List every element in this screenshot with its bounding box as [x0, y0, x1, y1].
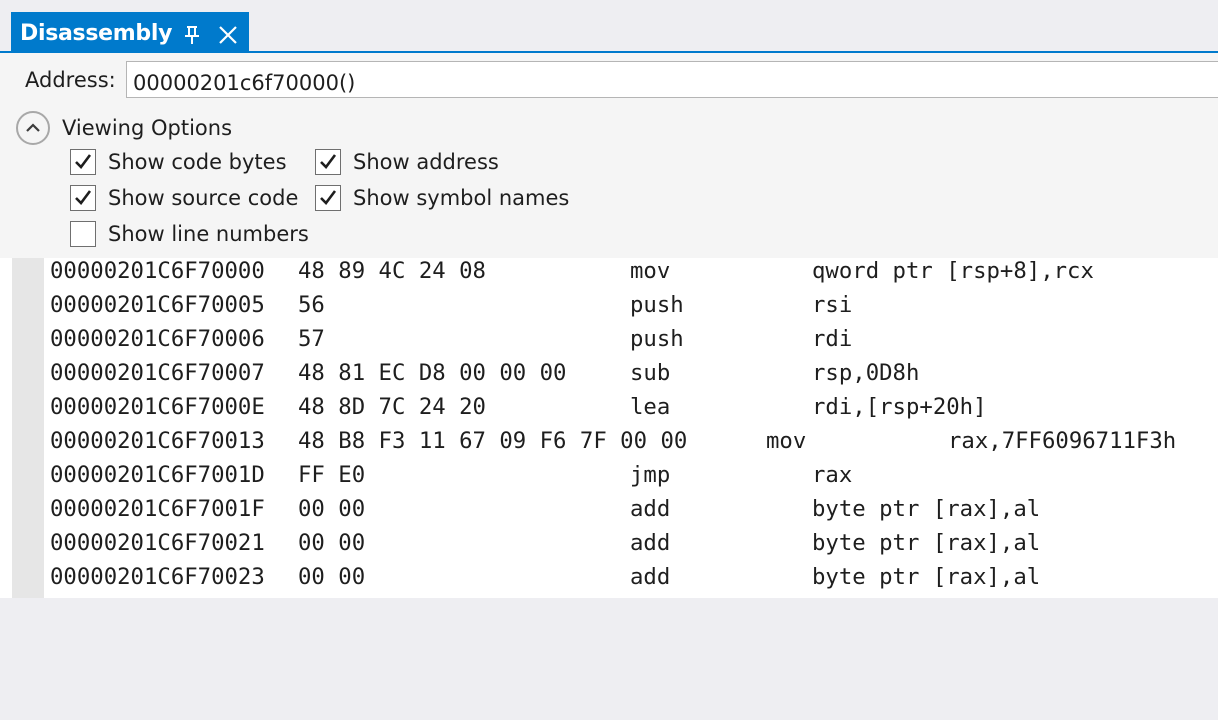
tab-title: Disassembly — [20, 21, 173, 46]
option-label: Show source code — [108, 186, 299, 210]
instruction-address: 00000201C6F70005 — [50, 292, 265, 318]
disassembly-row[interactable]: 00000201C6F70007 48 81 EC D8 00 00 00 su… — [50, 360, 919, 394]
checkmark-icon — [75, 154, 92, 169]
instruction-mnemonic: add — [630, 496, 671, 522]
instruction-address: 00000201C6F70000 — [50, 258, 265, 284]
option-label: Show address — [353, 150, 499, 174]
address-bar: Address: — [0, 53, 1218, 105]
address-input[interactable] — [126, 61, 1218, 98]
disassembly-row[interactable]: 00000201C6F70023 00 00 add byte ptr [rax… — [50, 564, 1040, 598]
instruction-bytes: 57 — [298, 326, 325, 352]
instruction-address: 00000201C6F70006 — [50, 326, 265, 352]
viewing-options-title: Viewing Options — [62, 116, 233, 140]
instruction-operands: rdi,[rsp+20h] — [812, 394, 987, 420]
show-line-numbers-checkbox[interactable] — [70, 221, 96, 247]
collapse-options-button[interactable] — [16, 111, 50, 145]
tab-bar-accent-rule — [0, 51, 1218, 53]
instruction-operands: rax — [812, 462, 853, 488]
instruction-address: 00000201C6F70021 — [50, 530, 265, 556]
disassembly-row[interactable]: 00000201C6F7000E 48 8D 7C 24 20 lea rdi,… — [50, 394, 987, 428]
instruction-mnemonic: push — [630, 326, 684, 352]
checkmark-icon — [320, 190, 337, 205]
instruction-mnemonic: jmp — [630, 462, 671, 488]
instruction-operands: byte ptr [rax],al — [812, 496, 1041, 522]
instruction-address: 00000201C6F70023 — [50, 564, 265, 590]
instruction-address: 00000201C6F7001D — [50, 462, 265, 488]
checkmark-icon — [320, 154, 337, 169]
instruction-mnemonic: mov — [630, 258, 671, 284]
disassembly-row[interactable]: 00000201C6F70021 00 00 add byte ptr [rax… — [50, 530, 1040, 564]
instruction-bytes: 48 8D 7C 24 20 — [298, 394, 486, 420]
show-symbol-names-checkbox[interactable] — [315, 185, 341, 211]
instruction-mnemonic: add — [630, 564, 671, 590]
instruction-operands: qword ptr [rsp+8],rcx — [812, 258, 1094, 284]
instruction-operands: rax,7FF6096711F3h — [948, 428, 1177, 454]
instruction-bytes: 56 — [298, 292, 325, 318]
instruction-mnemonic: lea — [630, 394, 671, 420]
instruction-bytes: 00 00 — [298, 496, 366, 522]
disassembly-row[interactable]: 00000201C6F7001D FF E0 jmp rax — [50, 462, 852, 496]
instruction-mnemonic: push — [630, 292, 684, 318]
instruction-bytes: FF E0 — [298, 462, 366, 488]
instruction-bytes: 48 B8 F3 11 67 09 F6 7F 00 00 — [298, 428, 688, 454]
close-icon[interactable] — [217, 24, 239, 46]
instruction-address: 00000201C6F7001F — [50, 496, 265, 522]
instruction-address: 00000201C6F70007 — [50, 360, 265, 386]
breakpoint-gutter[interactable] — [12, 258, 44, 598]
instruction-bytes: 48 81 EC D8 00 00 00 — [298, 360, 567, 386]
checkmark-icon — [75, 190, 92, 205]
instruction-bytes: 00 00 — [298, 564, 366, 590]
disassembly-row[interactable]: 00000201C6F70013 48 B8 F3 11 67 09 F6 7F… — [50, 428, 1176, 462]
option-label: Show symbol names — [353, 186, 570, 210]
disassembly-view[interactable]: 00000201C6F70000 48 89 4C 24 08 mov qwor… — [0, 258, 1218, 598]
instruction-operands: byte ptr [rax],al — [812, 564, 1041, 590]
show-code-bytes-checkbox[interactable] — [70, 149, 96, 175]
instruction-bytes: 48 89 4C 24 08 — [298, 258, 486, 284]
instruction-mnemonic: add — [630, 530, 671, 556]
instruction-address: 00000201C6F7000E — [50, 394, 265, 420]
tab-bar: Disassembly — [0, 0, 1218, 53]
chevron-up-icon — [26, 123, 40, 132]
option-label: Show code bytes — [108, 150, 287, 174]
instruction-address: 00000201C6F70013 — [50, 428, 265, 454]
instruction-bytes: 00 00 — [298, 530, 366, 556]
disassembly-row[interactable]: 00000201C6F70006 57 push rdi — [50, 326, 852, 360]
show-source-code-checkbox[interactable] — [70, 185, 96, 211]
viewing-options-panel: Viewing Options Show code bytes Show add… — [0, 105, 1218, 258]
pin-icon[interactable] — [183, 24, 201, 46]
show-address-checkbox[interactable] — [315, 149, 341, 175]
instruction-operands: rsi — [812, 292, 853, 318]
disassembly-row[interactable]: 00000201C6F70000 48 89 4C 24 08 mov qwor… — [50, 258, 1094, 292]
disassembly-row[interactable]: 00000201C6F70005 56 push rsi — [50, 292, 852, 326]
instruction-mnemonic: sub — [630, 360, 671, 386]
instruction-operands: rsp,0D8h — [812, 360, 920, 386]
instruction-operands: rdi — [812, 326, 853, 352]
instruction-operands: byte ptr [rax],al — [812, 530, 1041, 556]
tab-disassembly[interactable]: Disassembly — [11, 12, 249, 53]
address-label: Address: — [25, 68, 116, 92]
option-label: Show line numbers — [108, 222, 309, 246]
disassembly-row[interactable]: 00000201C6F7001F 00 00 add byte ptr [rax… — [50, 496, 1040, 530]
instruction-mnemonic: mov — [766, 428, 807, 454]
